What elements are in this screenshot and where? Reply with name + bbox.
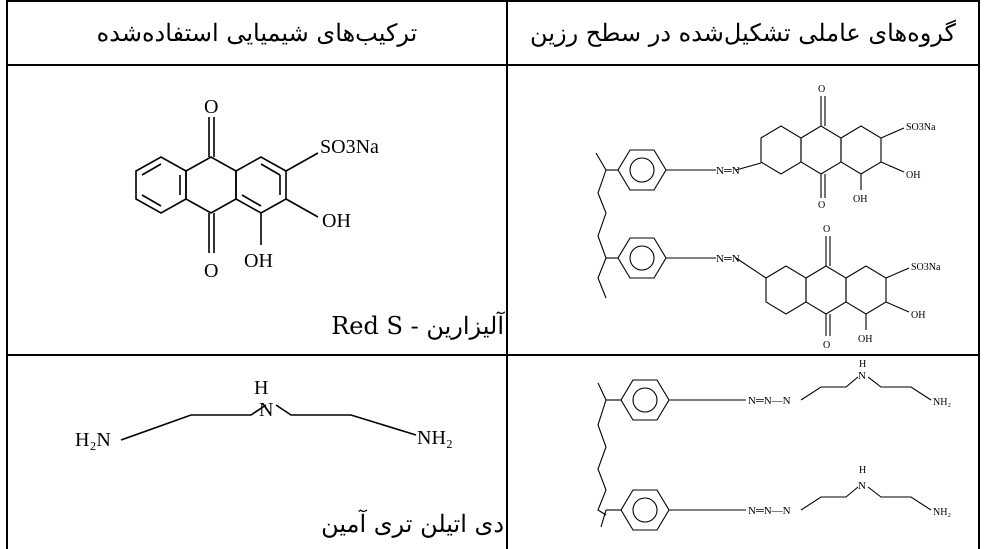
r2u1-h: H (859, 359, 866, 370)
row-divider (6, 354, 980, 356)
ketone-o-top: O (204, 96, 218, 118)
header-compounds: ترکیب‌های شیمیایی استفاده‌شده (96, 19, 418, 47)
table-border-right (978, 0, 980, 549)
resin-alizarin-structure: N═N O O SO3Na OH OH N═N O O SO3Na OH OH (595, 84, 941, 351)
table-border-top (6, 0, 980, 2)
r1u2-o-top: O (823, 224, 830, 235)
ketone-o-bottom: O (204, 260, 218, 282)
diethylenetriamine-structure: H N H₂N NH₂ (75, 377, 453, 451)
r2u1-nh2: NH₂ (933, 397, 951, 408)
compound-name-diethylenetriamine: دی اتیلن تری آمین (321, 510, 504, 538)
r1u1-so3na: SO3Na (906, 122, 936, 133)
alizarin-red-s-structure: O O SO3Na OH OH (135, 96, 379, 282)
r2u1-azo: N═N—N (748, 395, 791, 407)
azo-label-1: N═N (716, 165, 740, 177)
so3na-label: SO3Na (320, 136, 379, 158)
h2n-label: H₂N (75, 429, 111, 451)
oh-bottom-label: OH (244, 250, 273, 272)
r1u2-oh-right: OH (911, 310, 925, 321)
r1u1-o-bottom: O (818, 200, 825, 211)
r2u2-nh2: NH₂ (933, 507, 951, 518)
amine-n-label: N (259, 399, 273, 421)
r2u2-h: H (859, 465, 866, 476)
r1u1-oh-right: OH (906, 170, 920, 181)
r1u1-oh-bottom: OH (853, 194, 867, 205)
azo-label-2: N═N (716, 253, 740, 265)
column-divider (506, 0, 508, 549)
r1u2-oh-bottom: OH (858, 334, 872, 345)
resin-amine-structure: N═N—N H N NH₂ N═N—N H N NH₂ (597, 359, 951, 531)
compound-name-alizarin: آلیزارین - Red S (331, 312, 504, 340)
r2u2-n: N (858, 480, 866, 492)
r1u2-so3na: SO3Na (911, 262, 941, 273)
amine-h-label: H (254, 377, 268, 399)
r2u2-azo: N═N—N (748, 505, 791, 517)
r2u1-n: N (858, 370, 866, 382)
header-divider (6, 64, 980, 66)
table-border-left (6, 0, 8, 549)
r1u2-o-bottom: O (823, 340, 830, 351)
nh2-label: NH₂ (417, 427, 453, 449)
r1u1-o-top: O (818, 84, 825, 95)
header-functional-groups: گروه‌های عاملی تشکیل‌شده در سطح رزین (530, 19, 956, 47)
functional-groups-table: ترکیب‌های شیمیایی استفاده‌شده گروه‌های ع… (6, 0, 980, 549)
oh-right-label: OH (322, 210, 351, 232)
